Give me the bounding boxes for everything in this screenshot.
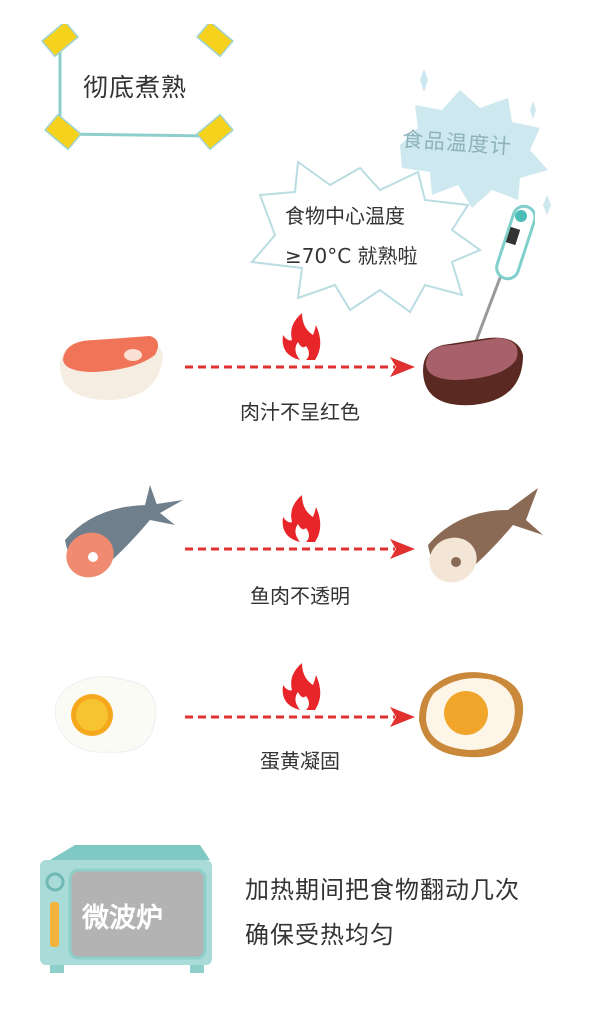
row-label: 蛋黄凝固: [260, 749, 340, 773]
burst-line1: 食物中心温度: [285, 204, 405, 228]
flame-icon: [282, 663, 321, 710]
burst-text: 食物中心温度 ≥70°C 就熟啦: [285, 196, 418, 276]
arrow-1: [185, 313, 415, 377]
raw-fish-icon: [65, 485, 183, 578]
burst-line2: ≥70°C 就熟啦: [285, 244, 418, 268]
microwave-icon: [40, 845, 212, 973]
page-title: 彻底煮熟: [83, 73, 188, 102]
cooked-steak-icon: [423, 337, 523, 406]
tip-line1: 加热期间把食物翻动几次: [245, 876, 520, 904]
tip-text: 加热期间把食物翻动几次 确保受热均匀: [245, 868, 520, 958]
raw-steak-icon: [60, 336, 163, 400]
row-label: 鱼肉不透明: [250, 584, 350, 608]
flame-icon: [282, 495, 321, 542]
title-frame: [41, 24, 234, 151]
row-label: 肉汁不呈红色: [240, 400, 360, 424]
raw-egg-icon: [54, 676, 157, 753]
microwave-label: 微波炉: [82, 903, 163, 934]
arrow-2: [185, 495, 415, 559]
speech-burst: [250, 160, 483, 314]
tip-line2: 确保受热均匀: [245, 921, 395, 949]
thermometer-cloud: [400, 70, 551, 215]
cooked-fish-icon: [428, 488, 543, 583]
fried-egg-icon: [419, 672, 524, 758]
arrow-3: [185, 663, 415, 727]
flame-icon: [282, 313, 321, 360]
